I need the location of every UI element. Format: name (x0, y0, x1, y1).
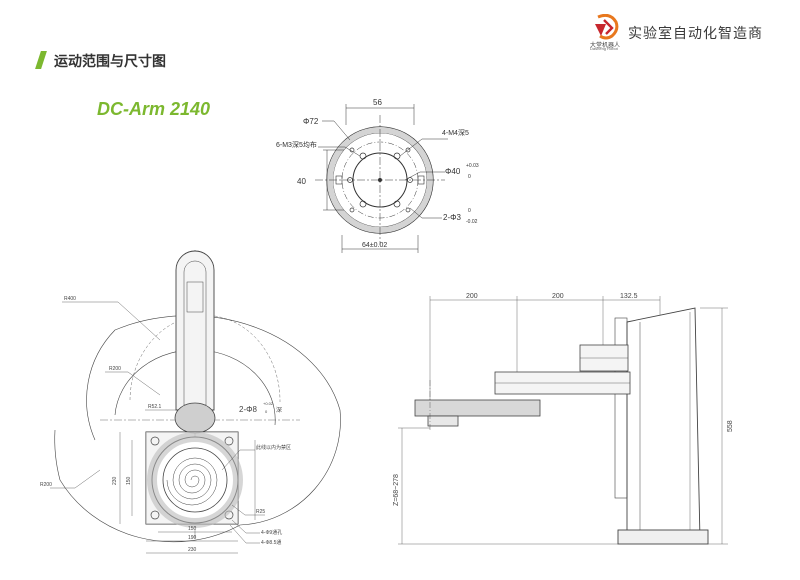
label-phi8-tol-upper: +0.02 (263, 401, 274, 406)
flange-w56: 56 (373, 98, 382, 107)
flange-phi3-tol-upper: 0 (468, 208, 471, 214)
flange-w64: 64±0.02 (362, 242, 387, 249)
brand-name-en: Dasheng Robot (590, 46, 618, 51)
model-name: DC-Arm 2140 (97, 99, 211, 119)
label-r400: R400 (64, 296, 76, 302)
label-d132: 132.5 (620, 293, 638, 300)
label-d150: 150 (188, 526, 197, 532)
flange-holes-4m4: 4-M4深5 (442, 128, 469, 137)
label-holes-a: 4-Φ9通孔 (261, 529, 282, 536)
label-r200: R200 (109, 366, 121, 372)
label-phi8-depth: 深 (276, 406, 282, 414)
flange-labels: Φ72 56 40 6-M3深5均布 4-M4深5 Φ40 +0.03 0 2-… (276, 98, 479, 249)
label-r25: R25 (256, 509, 265, 515)
flange-phi40-tol-upper: +0.03 (466, 163, 479, 169)
flange-phi40: Φ40 (445, 167, 461, 176)
flange-h40: 40 (297, 177, 306, 186)
flange-phi3-tol-lower: -0.02 (466, 219, 478, 225)
label-phi8: 2-Φ8 (239, 405, 257, 414)
brand-slogan: 实验室自动化智造商 (628, 25, 763, 41)
side-view (398, 296, 728, 545)
label-d200-a: 200 (466, 293, 478, 300)
label-d230: 230 (188, 547, 197, 553)
top-view (50, 250, 341, 554)
label-d190: 190 (188, 535, 197, 541)
label-d230-v: 230 (112, 476, 118, 485)
flange-view (315, 104, 448, 253)
label-phi8-tol-lower: 0 (265, 409, 268, 414)
brand-header: 大堂机器人 Dasheng Robot 实验室自动化智造商 (590, 14, 792, 51)
label-r52: R52.1 (148, 404, 162, 410)
label-holes-b: 4-Φ8.5通 (261, 539, 281, 546)
dasheng-logo-icon (595, 14, 619, 40)
flange-holes-6m3: 6-M3深5均布 (276, 140, 317, 149)
top-view-labels: R400 R200 R200 R52.1 2-Φ8 +0.02 0 深 此线以内… (40, 296, 291, 553)
flange-phi72: Φ72 (303, 117, 319, 126)
label-no-zone: 此线以内为禁区 (256, 444, 291, 451)
label-z-range: Z=68~278 (393, 474, 400, 506)
brand-name-cn: 大堂机器人 (590, 43, 621, 49)
flange-phi3: 2-Φ3 (443, 213, 461, 222)
side-view-labels: 200 200 132.5 558 Z=68~278 (393, 293, 734, 506)
label-d200-b: 200 (552, 293, 564, 300)
section-title: 运动范围与尺寸图 (54, 53, 166, 69)
label-r200-b: R200 (40, 482, 52, 488)
flange-phi40-tol-lower: 0 (468, 174, 471, 180)
label-h558: 558 (727, 420, 734, 432)
label-d150-v: 150 (126, 476, 132, 485)
